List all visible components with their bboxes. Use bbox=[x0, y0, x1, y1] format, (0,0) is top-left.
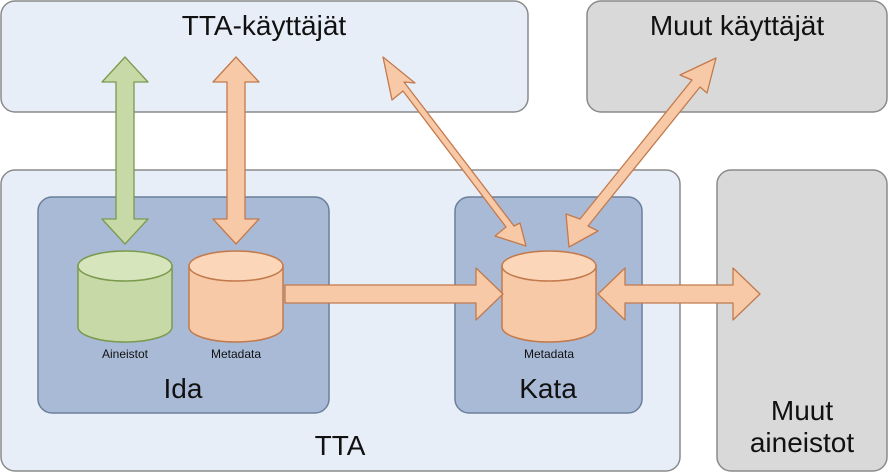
tta-label: TTA bbox=[315, 430, 366, 461]
other-users-kata-diagonal-arrow bbox=[565, 57, 717, 248]
kata-other-data-double-arrow bbox=[597, 267, 761, 321]
kata-label: Kata bbox=[519, 373, 577, 404]
ida-metadata-database-icon bbox=[188, 250, 284, 343]
ida-metadata-double-arrow bbox=[212, 56, 260, 245]
other-data-label-line2: aineistot bbox=[750, 427, 855, 458]
tta-users-label: TTA-käyttäjät bbox=[182, 10, 347, 41]
ida-to-kata-arrow bbox=[284, 267, 504, 321]
kata-metadata-label: Metadata bbox=[524, 347, 574, 361]
other-users-label: Muut käyttäjät bbox=[650, 10, 825, 41]
kata-metadata-database-icon bbox=[501, 250, 597, 343]
other-data-box bbox=[716, 169, 888, 472]
tta-users-kata-diagonal-arrow bbox=[382, 56, 527, 247]
aineistot-double-arrow bbox=[101, 56, 149, 245]
other-data-label-line1: Muut bbox=[771, 395, 833, 426]
ida-metadata-label: Metadata bbox=[211, 347, 261, 361]
other-users-box bbox=[586, 0, 888, 113]
aineistot-database-icon bbox=[77, 250, 173, 343]
aineistot-label: Aineistot bbox=[102, 347, 149, 361]
ida-label: Ida bbox=[164, 373, 203, 404]
